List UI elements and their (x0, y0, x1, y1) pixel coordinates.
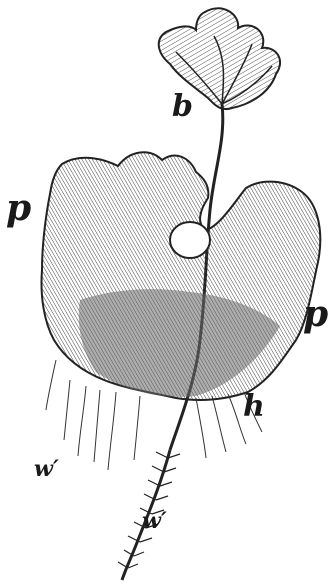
label-p-left: p (6, 190, 31, 226)
label-w-left: w′ (34, 458, 59, 480)
prothallium (42, 152, 321, 400)
label-h: h (243, 392, 265, 422)
label-b: b (172, 92, 193, 122)
label-p-right: p (303, 296, 328, 332)
label-w-right: w′ (142, 510, 167, 532)
